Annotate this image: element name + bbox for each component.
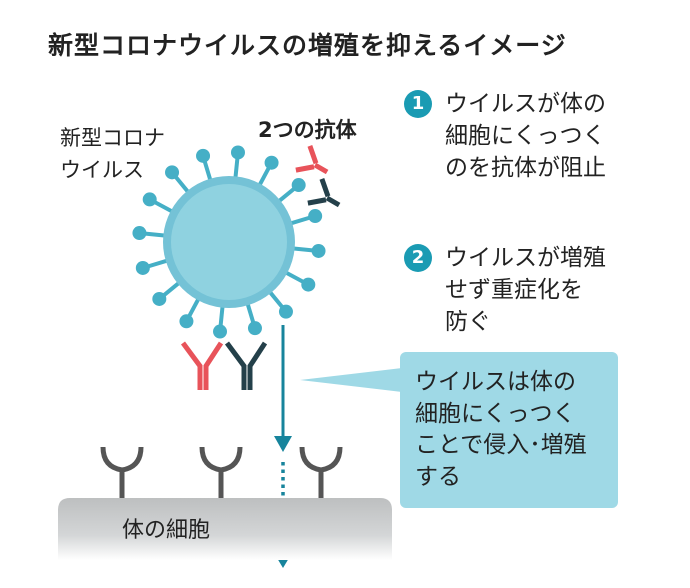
antibody-red	[180, 341, 224, 390]
point-2-badge: 2	[404, 244, 432, 272]
receptor	[199, 446, 243, 498]
point-2-line: せず重症化を	[445, 277, 583, 303]
virus-spike-head	[264, 155, 279, 170]
callout-line: ことで侵入･増殖	[415, 432, 587, 458]
virus-spike-head	[311, 243, 326, 258]
virus-spike-head	[179, 314, 194, 329]
virus-spike-head	[230, 145, 245, 160]
virus-spike-head	[301, 277, 316, 292]
cell-receptors	[100, 446, 343, 498]
receptor	[100, 446, 144, 498]
callout-pointer	[300, 368, 402, 392]
antibody-dark-top	[307, 178, 341, 208]
virus-spike-head	[247, 321, 262, 336]
body-cell	[58, 498, 392, 560]
point-1-badge: 1	[404, 90, 432, 118]
page-title: 新型コロナウイルスの増殖を抑えるイメージ	[48, 31, 567, 60]
antibody-dark	[224, 341, 268, 390]
point-1-line: 細胞にくっつく	[445, 123, 606, 149]
virus-spike-head	[196, 148, 211, 163]
callout-text: ウイルスは体の 細胞にくっつく ことで侵入･増殖 する	[415, 367, 587, 493]
antibody-red-top	[295, 145, 329, 175]
virus-spike-head	[132, 226, 147, 241]
callout-line: ウイルスは体の	[415, 369, 576, 395]
virus-spike-head	[135, 260, 150, 275]
virus-spike-head	[142, 192, 157, 207]
callout-line: 細胞にくっつく	[415, 400, 576, 427]
cell-label: 体の細胞	[122, 518, 211, 543]
virus-body	[171, 184, 287, 300]
virus-spike-head	[165, 165, 180, 180]
callout-box	[400, 352, 618, 508]
virus-spike-head	[213, 324, 228, 339]
antibody-label: 2つの抗体	[258, 118, 357, 142]
virus-label-line1: 新型コロナ	[60, 126, 165, 150]
point-1-line: ウイルスが体の	[445, 91, 606, 117]
virus-spike-head	[152, 291, 167, 306]
point-2-line: 防ぐ	[445, 309, 491, 335]
virus-spike-head	[291, 178, 306, 193]
point-2-line: ウイルスが増殖	[445, 245, 606, 271]
virus-spike-head	[308, 209, 323, 224]
callout-line: する	[415, 463, 461, 490]
virus-label-line2: ウイルス	[60, 158, 144, 182]
virus-spike-head	[278, 304, 293, 319]
receptor	[299, 446, 343, 498]
point-1-line: のを抗体が阻止	[445, 155, 606, 181]
